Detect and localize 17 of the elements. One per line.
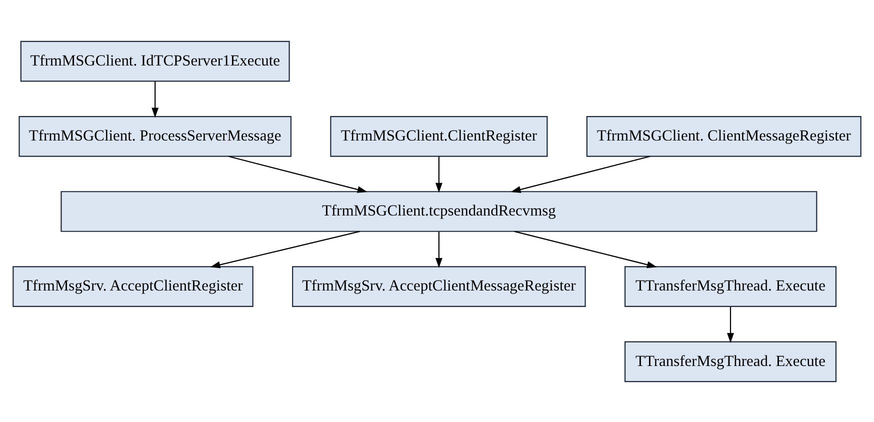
node-box: TTransferMsgThread. Execute <box>624 340 837 382</box>
arrow <box>435 231 442 268</box>
node-box: TfrmMsgSrv. AcceptClientMessageRegister <box>292 266 586 307</box>
arrow <box>210 230 360 268</box>
node-box: TfrmMSGClient. ProcessServerMessage <box>18 115 292 156</box>
node-box: TfrmMSGClient.tcpsendandRecvmsg <box>60 190 818 232</box>
arrow <box>727 306 734 342</box>
arrow <box>152 81 159 118</box>
arrow <box>435 156 442 192</box>
node-box: TfrmMSGClient. ClientMessageRegister <box>586 115 862 156</box>
arrow <box>510 155 650 192</box>
arrow <box>514 230 657 268</box>
node-box: TTransferMsgThread. Execute <box>624 266 837 307</box>
node-box: TfrmMsgSrv. AcceptClientRegister <box>12 266 254 307</box>
node-box: TfrmMSGClient.ClientRegister <box>330 115 548 156</box>
node-box: TfrmMSGClient. IdTCPServer1Execute <box>20 40 290 82</box>
arrow <box>228 155 368 192</box>
